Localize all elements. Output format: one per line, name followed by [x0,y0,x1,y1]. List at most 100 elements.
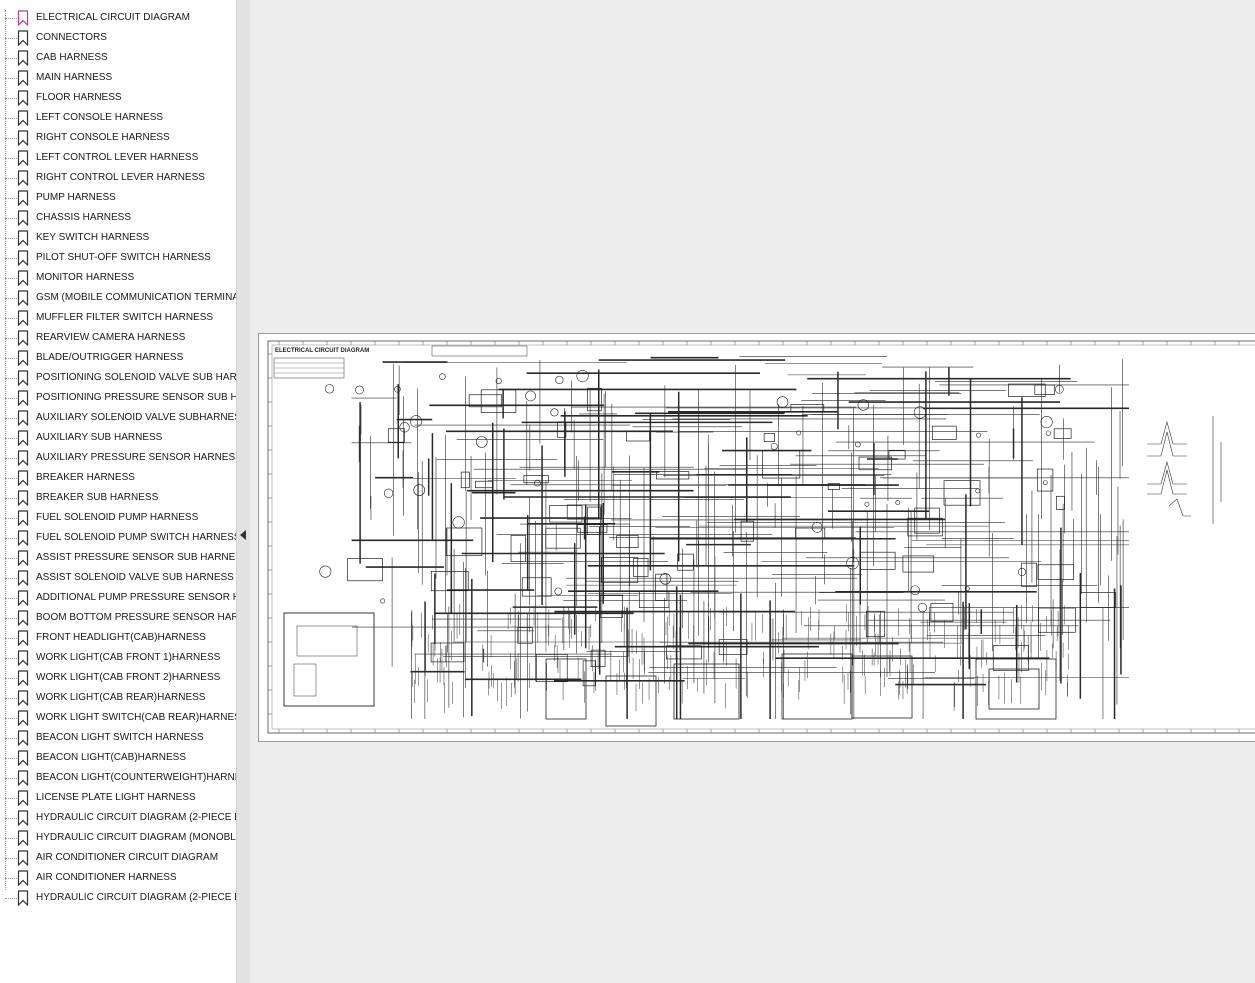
bookmark-item[interactable]: ELECTRICAL CIRCUIT DIAGRAM [0,8,236,28]
bookmark-item[interactable]: ASSIST SOLENOID VALVE SUB HARNESS [0,568,236,588]
bookmark-label: CONNECTORS [36,32,107,43]
bookmark-item[interactable]: BEACON LIGHT(CAB)HARNESS [0,748,236,768]
bookmark-item[interactable]: LEFT CONSOLE HARNESS [0,108,236,128]
bookmark-item[interactable]: POSITIONING PRESSURE SENSOR SUB HARNESS [0,388,236,408]
bookmark-item[interactable]: RIGHT CONSOLE HARNESS [0,128,236,148]
bookmark-item[interactable]: LEFT CONTROL LEVER HARNESS [0,148,236,168]
bookmark-icon [17,550,29,566]
bookmark-label: ELECTRICAL CIRCUIT DIAGRAM [36,12,190,23]
tree-connector [5,378,17,379]
bookmark-label: MONITOR HARNESS [36,272,135,283]
tree-connector [5,678,17,679]
collapse-arrow-icon[interactable] [240,530,246,540]
bookmark-item[interactable]: BOOM BOTTOM PRESSURE SENSOR HARNESS [0,608,236,628]
bookmark-label: HYDRAULIC CIRCUIT DIAGRAM (2-PIECE BOOM,… [36,812,236,823]
tree-connector [5,538,17,539]
bookmark-label: FUEL SOLENOID PUMP SWITCH HARNESS [36,532,236,543]
bookmark-item[interactable]: BREAKER SUB HARNESS [0,488,236,508]
bookmark-label: BREAKER SUB HARNESS [36,492,159,503]
bookmark-item[interactable]: AUXILIARY PRESSURE SENSOR HARNESS [0,448,236,468]
bookmark-item[interactable]: ADDITIONAL PUMP PRESSURE SENSOR HARNESS [0,588,236,608]
note-box [431,345,528,357]
bookmark-item[interactable]: CHASSIS HARNESS [0,208,236,228]
bookmark-item[interactable]: GSM (MOBILE COMMUNICATION TERMINAL) HARN… [0,288,236,308]
tree-connector [5,398,17,399]
bookmark-item[interactable]: ASSIST PRESSURE SENSOR SUB HARNESS [0,548,236,568]
bookmark-item[interactable]: LICENSE PLATE LIGHT HARNESS [0,788,236,808]
bookmark-icon [17,630,29,646]
bookmark-item[interactable]: AIR CONDITIONER HARNESS [0,868,236,888]
bookmark-item[interactable]: BEACON LIGHT(COUNTERWEIGHT)HARNESS [0,768,236,788]
bookmark-item[interactable]: PILOT SHUT-OFF SWITCH HARNESS [0,248,236,268]
bookmark-item[interactable]: MAIN HARNESS [0,68,236,88]
bookmark-icon [17,10,29,26]
bookmark-item[interactable]: AIR CONDITIONER CIRCUIT DIAGRAM [0,848,236,868]
bookmark-item[interactable]: HYDRAULIC CIRCUIT DIAGRAM (MONOBLOCK BOO… [0,828,236,848]
bookmark-label: AUXILIARY SOLENOID VALVE SUBHARNESS [36,412,236,423]
bookmark-icon [17,770,29,786]
bookmark-label: BEACON LIGHT(COUNTERWEIGHT)HARNESS [36,772,236,783]
bookmark-item[interactable]: WORK LIGHT SWITCH(CAB REAR)HARNESS [0,708,236,728]
bookmark-item[interactable]: MUFFLER FILTER SWITCH HARNESS [0,308,236,328]
tree-connector [5,738,17,739]
bookmark-item[interactable]: MONITOR HARNESS [0,268,236,288]
tree-connector [5,238,17,239]
bookmark-label: MUFFLER FILTER SWITCH HARNESS [36,312,214,323]
bookmark-icon [17,190,29,206]
panel-splitter[interactable] [236,0,250,983]
bookmark-item[interactable]: FLOOR HARNESS [0,88,236,108]
bookmark-item[interactable]: PUMP HARNESS [0,188,236,208]
bookmark-label: CAB HARNESS [36,52,108,63]
bookmark-item[interactable]: FRONT HEADLIGHT(CAB)HARNESS [0,628,236,648]
bookmark-icon [17,110,29,126]
bookmark-item[interactable]: POSITIONING SOLENOID VALVE SUB HARNESS [0,368,236,388]
bookmark-item[interactable]: FUEL SOLENOID PUMP HARNESS [0,508,236,528]
bookmark-item[interactable]: FUEL SOLENOID PUMP SWITCH HARNESS [0,528,236,548]
tree-connector [5,258,17,259]
bookmark-item[interactable]: AUXILIARY SOLENOID VALVE SUBHARNESS [0,408,236,428]
bookmark-item[interactable]: BREAKER HARNESS [0,468,236,488]
bookmark-label: HYDRAULIC CIRCUIT DIAGRAM (2-PIECE BOOM,… [36,892,236,903]
bookmark-item[interactable]: BLADE/OUTRIGGER HARNESS [0,348,236,368]
bookmark-icon [17,450,29,466]
bookmark-item[interactable]: WORK LIGHT(CAB FRONT 1)HARNESS [0,648,236,668]
bookmark-label: RIGHT CONTROL LEVER HARNESS [36,172,205,183]
bookmark-label: WORK LIGHT(CAB REAR)HARNESS [36,692,206,703]
bookmark-item[interactable]: RIGHT CONTROL LEVER HARNESS [0,168,236,188]
bookmark-label: RIGHT CONSOLE HARNESS [36,132,170,143]
bookmark-item[interactable]: WORK LIGHT(CAB REAR)HARNESS [0,688,236,708]
bookmark-item[interactable]: KEY SWITCH HARNESS [0,228,236,248]
tree-connector [5,198,17,199]
bookmark-item[interactable]: CAB HARNESS [0,48,236,68]
bookmark-item[interactable]: WORK LIGHT(CAB FRONT 2)HARNESS [0,668,236,688]
bookmark-item[interactable]: BEACON LIGHT SWITCH HARNESS [0,728,236,748]
bookmark-item[interactable]: AUXILIARY SUB HARNESS [0,428,236,448]
bookmark-icon [17,890,29,906]
bookmark-item[interactable]: REARVIEW CAMERA HARNESS [0,328,236,348]
tree-connector [5,58,17,59]
bookmark-label: BEACON LIGHT(CAB)HARNESS [36,752,187,763]
bookmark-icon [17,90,29,106]
tree-connector [5,458,17,459]
bookmark-item[interactable]: HYDRAULIC CIRCUIT DIAGRAM (2-PIECE BOOM,… [0,808,236,828]
tree-connector [5,858,17,859]
tree-connector [5,98,17,99]
bookmark-label: POSITIONING PRESSURE SENSOR SUB HARNESS [36,392,236,403]
document-view[interactable]: ELECTRICAL CIRCUIT DIAGRAM [250,0,1255,983]
bookmark-label: BLADE/OUTRIGGER HARNESS [36,352,184,363]
bookmark-item[interactable]: CONNECTORS [0,28,236,48]
bookmark-icon [17,410,29,426]
tree-connector [5,298,17,299]
diagram-page: ELECTRICAL CIRCUIT DIAGRAM [258,333,1255,742]
bookmark-icon [17,390,29,406]
tree-connector [5,778,17,779]
bookmark-icon [17,650,29,666]
bookmark-item[interactable]: HYDRAULIC CIRCUIT DIAGRAM (2-PIECE BOOM,… [0,888,236,908]
bookmark-icon [17,170,29,186]
tree-connector [5,478,17,479]
bookmark-icon [17,870,29,886]
tree-connector [5,818,17,819]
tree-connector [5,598,17,599]
bookmark-label: FLOOR HARNESS [36,92,122,103]
electrical-diagram [267,340,1255,734]
